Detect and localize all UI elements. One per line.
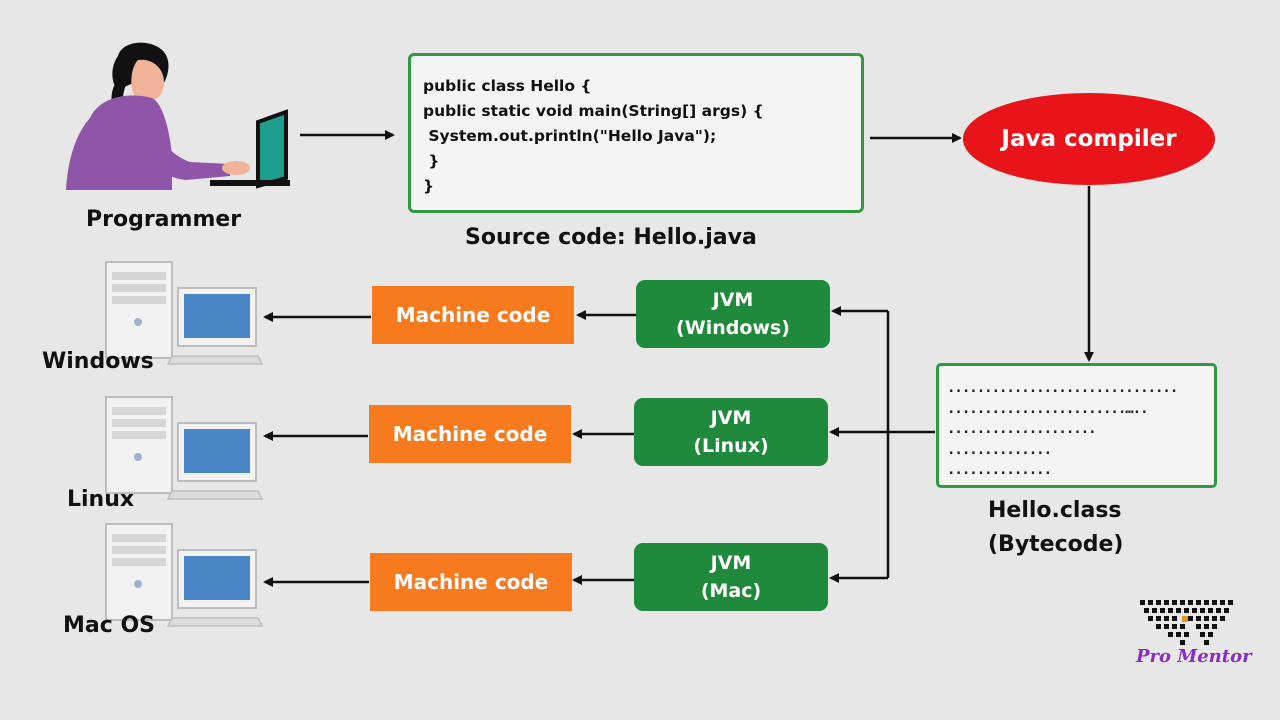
code-line: public class Hello { [423,77,592,95]
programmer-illustration-icon [66,42,290,190]
jvm-label: JVM [712,289,754,311]
pro-mentor-watermark: Pro Mentor [1136,646,1252,667]
bytecode-line: .................... [947,421,1097,437]
jvm-platform-label: (Mac) [700,580,762,602]
desktop-computer-icon [105,523,264,627]
java-compiler-label: Java compiler [1001,126,1177,152]
jvm-linux-box: JVM (Linux) [634,398,828,466]
java-compiler-node: Java compiler [963,93,1215,185]
jvm-platform-label: (Linux) [693,435,769,457]
code-line: } [423,177,435,195]
bytecode-line: ........................….. [947,400,1149,417]
jvm-label: JVM [710,407,752,429]
jvm-mac-box: JVM (Mac) [634,543,828,611]
machine-code-linux: Machine code [369,405,571,463]
machine-code-mac: Machine code [370,553,572,611]
os-label-linux: Linux [67,487,135,512]
bytecode-line: .............. [947,462,1052,478]
jvm-platform-label: (Windows) [676,317,790,339]
jvm-label: JVM [710,552,752,574]
source-code-box: public class Hello { public static void … [408,53,864,213]
machine-code-windows: Machine code [372,286,574,344]
bytecode-caption-type: (Bytecode) [988,532,1124,557]
bytecode-line: .............. [947,441,1052,458]
os-label-windows: Windows [42,349,154,374]
programmer-label: Programmer [86,207,242,232]
bytecode-line: ............................... [947,380,1178,396]
os-label-mac: Mac OS [63,613,155,638]
bytecode-box: ............................... ........… [936,363,1217,488]
source-code-caption: Source code: Hello.java [465,225,757,250]
code-line: System.out.println("Hello Java"); [423,127,717,145]
desktop-computer-icon [105,261,264,365]
bytecode-caption-name: Hello.class [988,498,1122,523]
jvm-windows-box: JVM (Windows) [636,280,830,348]
code-line: public static void main(String[] args) { [423,102,764,120]
code-line: } [423,152,440,170]
desktop-computer-icon [105,396,264,500]
pro-mentor-logo-icon [1140,600,1233,645]
